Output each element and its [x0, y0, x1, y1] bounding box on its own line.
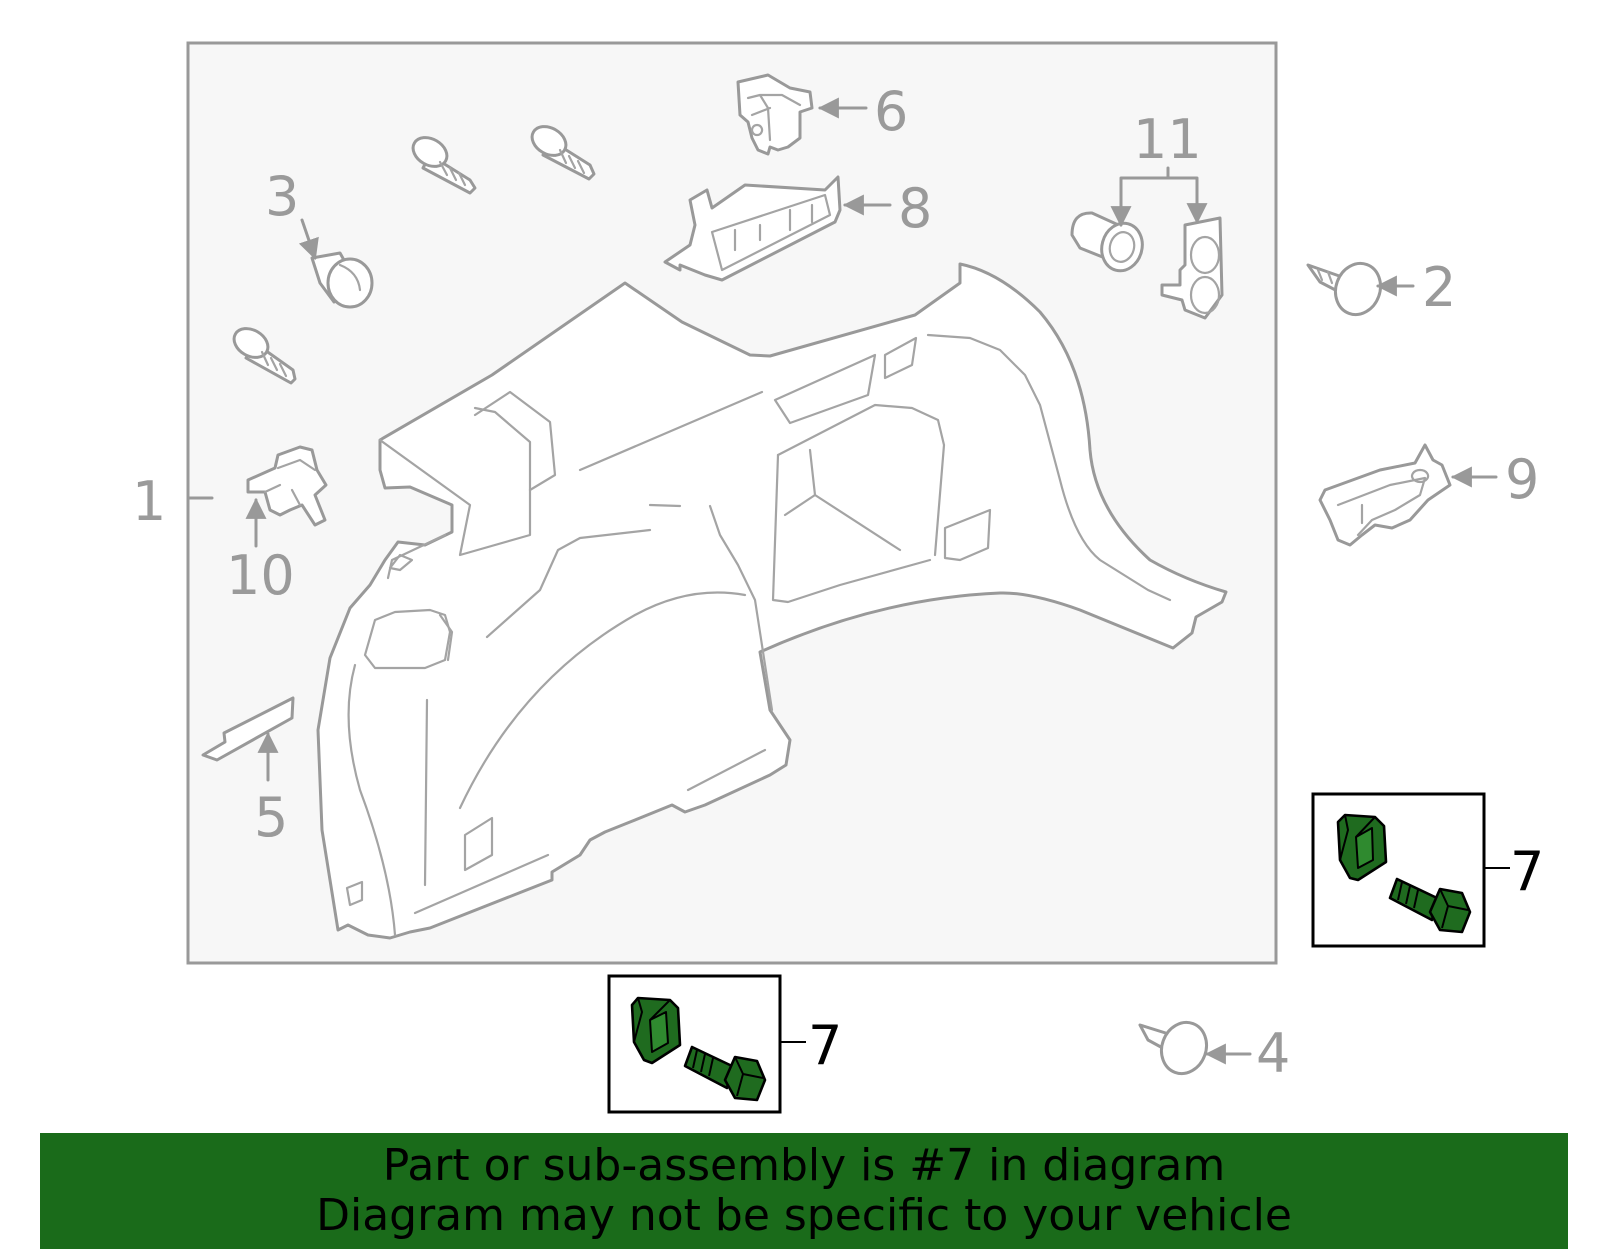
bolt-icon [1388, 877, 1472, 934]
info-banner: Part or sub-assembly is #7 in diagram Di… [40, 1133, 1568, 1249]
callout-10: 10 [226, 544, 295, 607]
callout-8: 8 [898, 177, 932, 240]
bracket-6 [736, 73, 814, 156]
callout-7-right: 7 [1510, 840, 1544, 903]
nut-clip-icon [1336, 813, 1388, 882]
callout-7-bottom: 7 [808, 1014, 842, 1077]
screw-left [232, 327, 297, 385]
part-7-box-right [1311, 792, 1510, 948]
quarter-trim-panel [316, 262, 1228, 940]
trim-strip-5 [201, 696, 295, 762]
banner-line-1: Part or sub-assembly is #7 in diagram [382, 1140, 1226, 1191]
callout-6: 6 [874, 80, 908, 143]
callout-1: 1 [132, 470, 166, 533]
pushpin-2 [1306, 261, 1383, 317]
callout-5: 5 [254, 786, 288, 849]
screw-upper-center [530, 125, 596, 181]
bracket-10 [246, 445, 328, 527]
banner-line-2: Diagram may not be specific to your vehi… [316, 1190, 1292, 1241]
callout-2: 2 [1422, 256, 1456, 319]
callout-3: 3 [265, 165, 299, 228]
handle-8 [663, 175, 842, 282]
leader-lines [186, 97, 1498, 1065]
part-7-box-bottom [607, 974, 806, 1114]
bracket-9 [1318, 443, 1452, 547]
nut-clip-icon [630, 996, 682, 1065]
callout-9: 9 [1505, 448, 1539, 511]
grommet-11-right [1160, 216, 1224, 320]
clip-3 [310, 251, 374, 309]
callout-11: 11 [1133, 108, 1202, 171]
screw-upper-left [411, 136, 477, 195]
pushpin-4 [1138, 1020, 1209, 1076]
callout-4: 4 [1256, 1022, 1290, 1085]
bolt-icon [683, 1045, 767, 1102]
